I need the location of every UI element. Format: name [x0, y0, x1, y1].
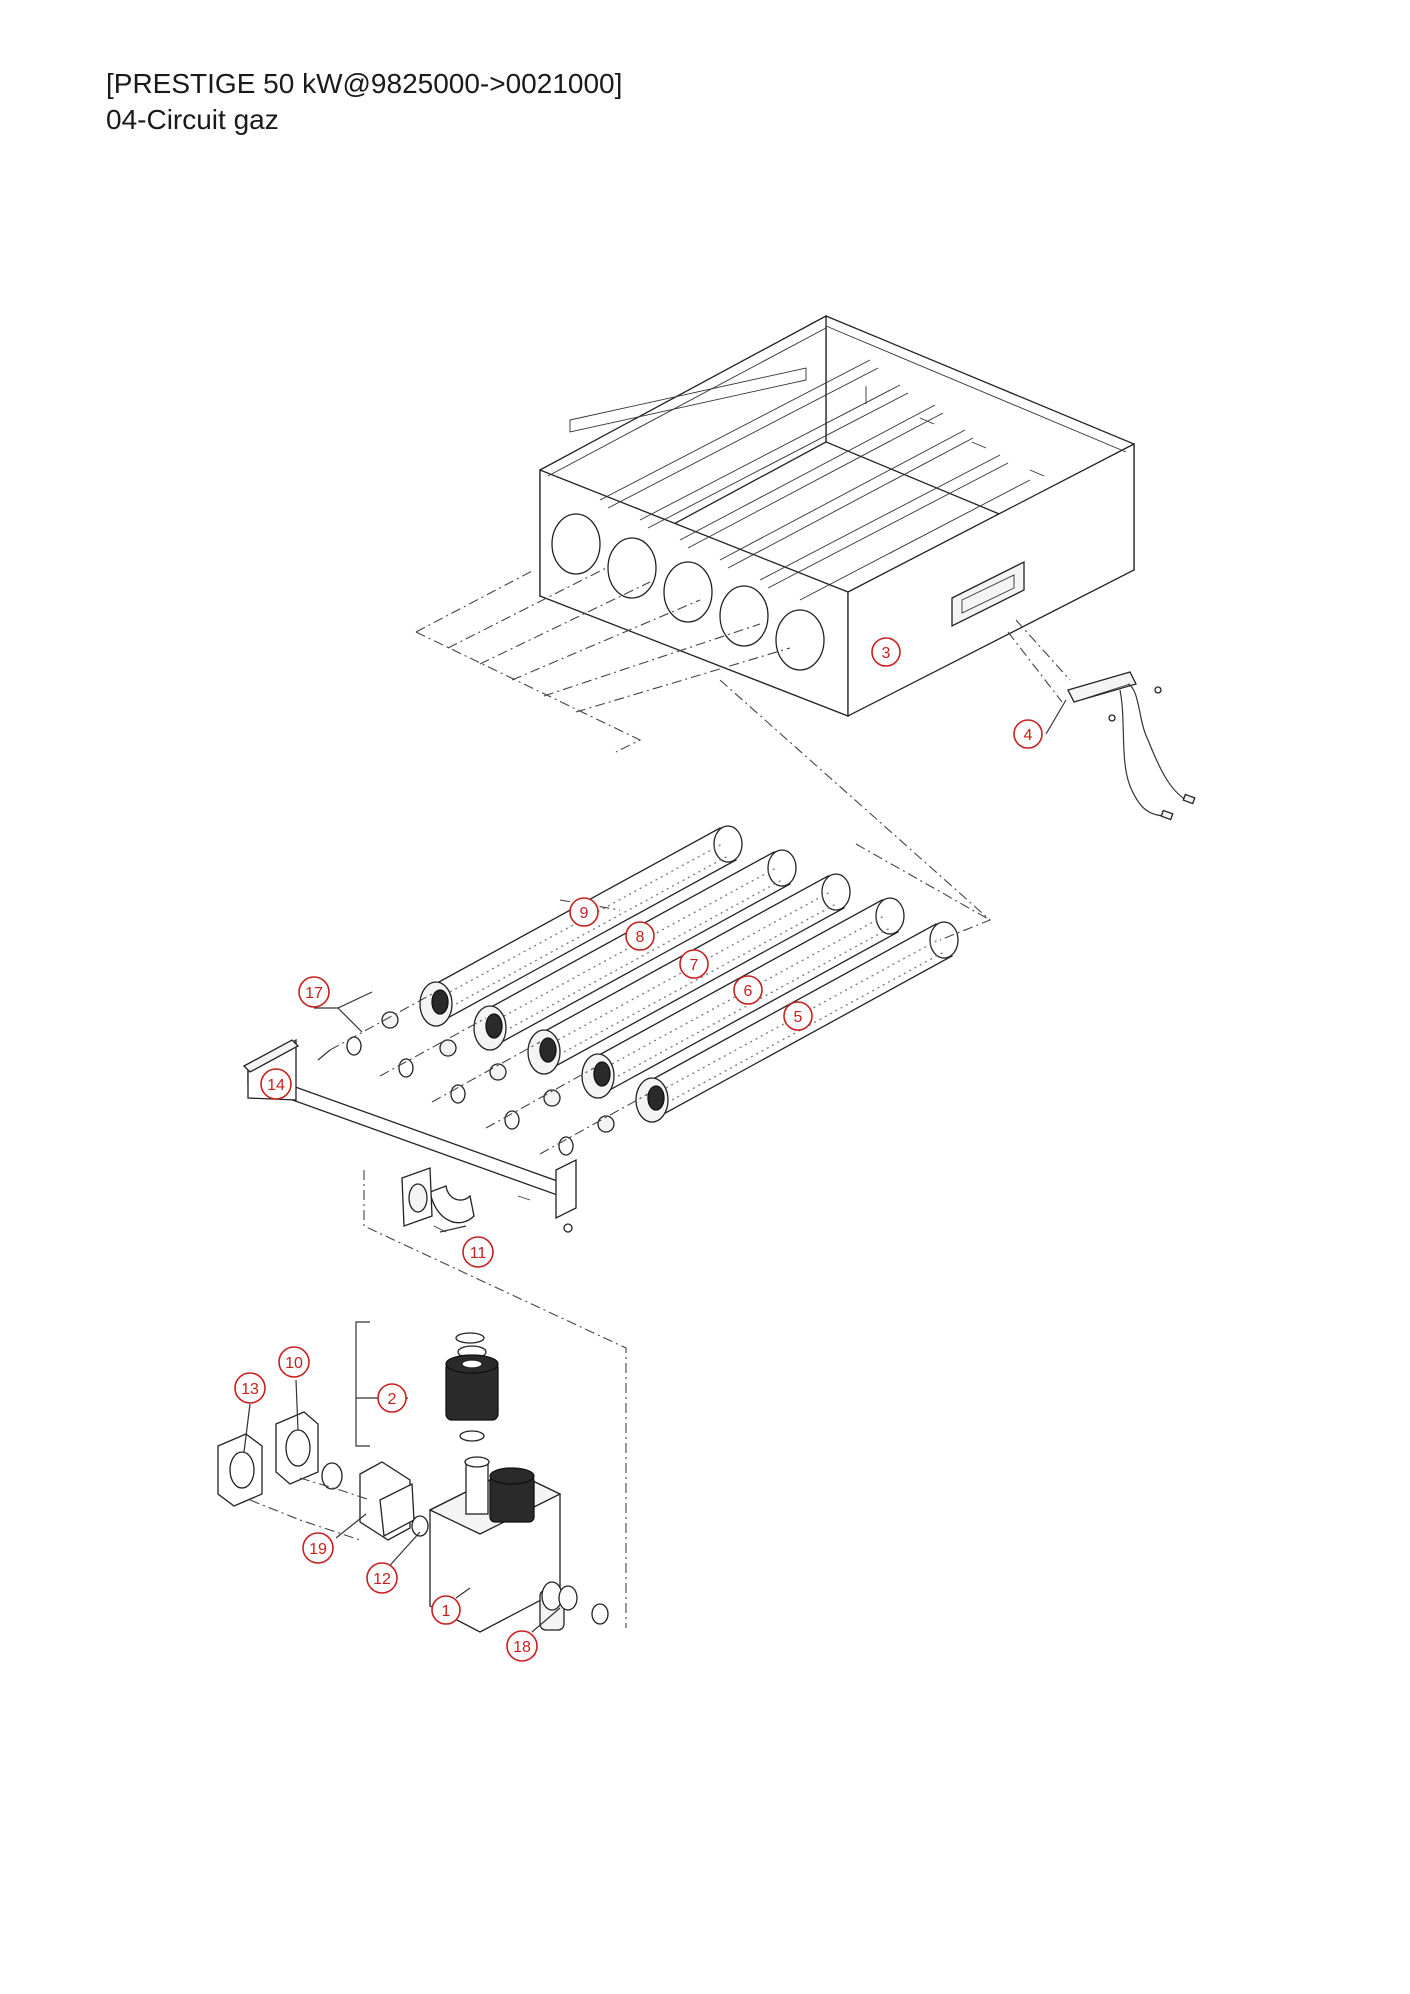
svg-text:11: 11	[470, 1245, 487, 1262]
combustion-box	[539, 314, 1135, 718]
callouts: 3 4 9 8 7 6 5 17 14 11 10 13 2 19 12 1 1…	[234, 637, 1043, 1662]
svg-text:3: 3	[882, 645, 891, 662]
svg-text:7: 7	[690, 957, 699, 974]
svg-text:2: 2	[388, 1391, 397, 1408]
callout-8: 8	[625, 921, 655, 951]
assembly-lines	[249, 567, 1071, 1628]
svg-text:5: 5	[794, 1009, 803, 1026]
igniter-electrode	[1067, 671, 1196, 821]
callout-17: 17	[298, 976, 330, 1008]
callout-10: 10	[278, 1346, 310, 1378]
callout-4: 4	[1013, 719, 1043, 749]
callout-12: 12	[366, 1562, 398, 1594]
svg-text:10: 10	[285, 1355, 303, 1372]
callout-19: 19	[302, 1532, 334, 1564]
callout-2: 2	[377, 1383, 407, 1413]
callout-5: 5	[783, 1001, 813, 1031]
box-front-holes	[551, 513, 825, 671]
svg-text:18: 18	[513, 1639, 531, 1656]
svg-text:1: 1	[442, 1603, 451, 1620]
callout-7: 7	[679, 949, 709, 979]
svg-text:4: 4	[1024, 727, 1033, 744]
svg-text:12: 12	[373, 1571, 391, 1588]
callout-14: 14	[260, 1068, 292, 1100]
callout-3: 3	[871, 637, 901, 667]
callout-1: 1	[431, 1595, 461, 1625]
callout-6: 6	[733, 975, 763, 1005]
svg-text:17: 17	[305, 985, 323, 1002]
diagram-header: [PRESTIGE 50 kW@9825000->0021000] 04-Cir…	[106, 66, 622, 138]
svg-text:13: 13	[241, 1381, 259, 1398]
callout-18: 18	[506, 1630, 538, 1662]
svg-text:19: 19	[309, 1541, 327, 1558]
svg-text:6: 6	[744, 983, 753, 1000]
diagram-subtitle: 04-Circuit gaz	[106, 104, 279, 135]
callout-11: 11	[462, 1236, 494, 1268]
svg-text:14: 14	[267, 1077, 285, 1094]
callout-13: 13	[234, 1372, 266, 1404]
callout-9: 9	[569, 897, 599, 927]
svg-text:8: 8	[636, 929, 645, 946]
diagram-title: [PRESTIGE 50 kW@9825000->0021000]	[106, 68, 623, 99]
svg-text:9: 9	[580, 905, 589, 922]
gas-valve	[217, 1332, 609, 1633]
